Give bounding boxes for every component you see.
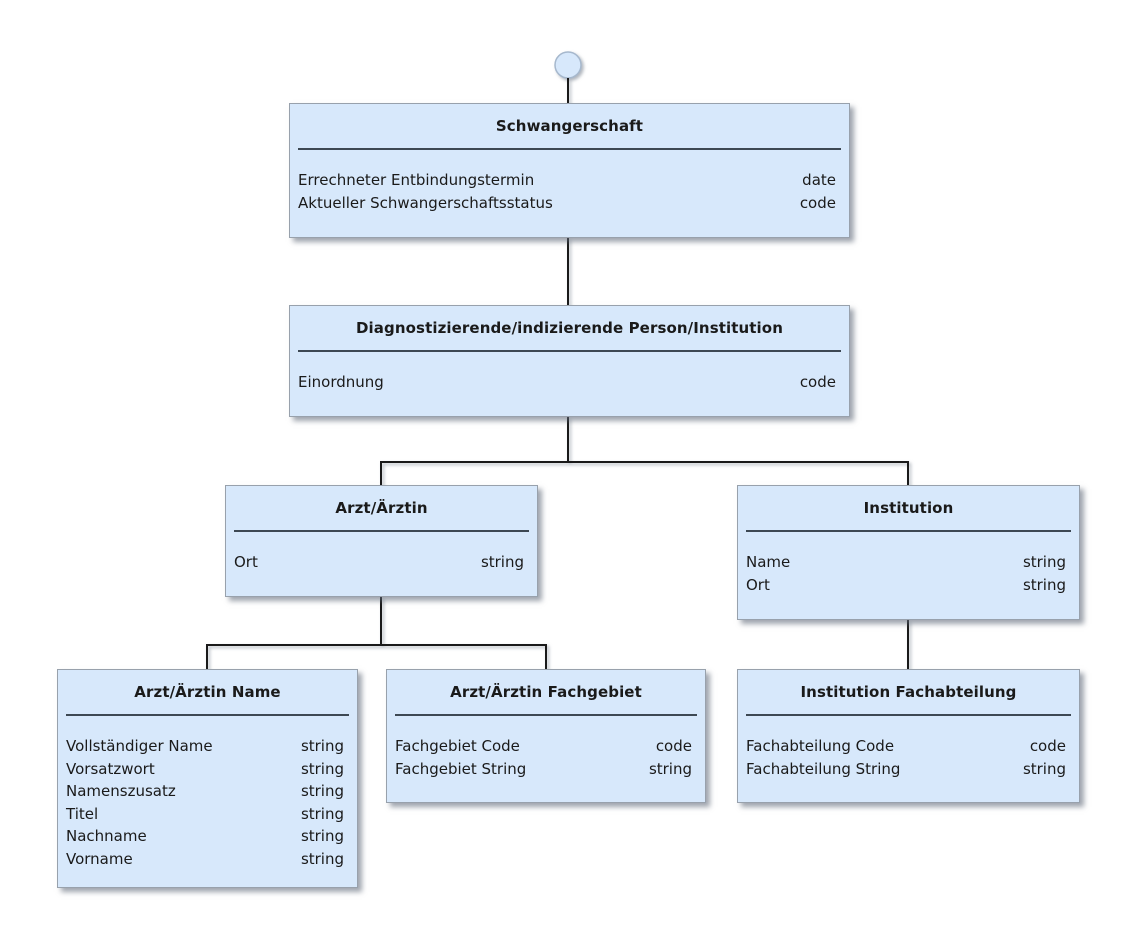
attribute-name: Namenszusatz: [66, 782, 176, 800]
entity-arzt-aerztin: Arzt/Ärztin Ort string: [225, 485, 538, 597]
attribute-type: string: [1022, 575, 1066, 594]
attribute-name: Fachgebiet String: [395, 759, 527, 778]
attribute-name: Ort: [234, 553, 258, 571]
attribute-row: Name string: [738, 551, 1079, 574]
attribute-name: Vorname: [66, 849, 133, 868]
attribute-type: code: [655, 737, 692, 755]
attribute-type: string: [300, 737, 344, 755]
attribute-row: Fachgebiet String string: [387, 758, 705, 781]
attribute-name: Name: [746, 553, 791, 571]
attribute-type: string: [1022, 553, 1066, 571]
connector-person-institution-branch: [380, 417, 909, 486]
attribute-row: Aktueller Schwangerschaftsstatus code: [290, 192, 849, 215]
title-separator: [746, 714, 1071, 716]
attribute-row: Vorname string: [58, 848, 357, 871]
attribute-row: Fachgebiet Code code: [387, 735, 705, 758]
entity-title: Arzt/Ärztin: [335, 499, 428, 517]
title-separator: [298, 148, 841, 150]
title-separator: [298, 350, 841, 352]
attribute-row: Ort string: [226, 551, 537, 574]
attribute-type: code: [799, 373, 836, 391]
attribute-type: string: [300, 759, 344, 778]
attribute-type: date: [802, 171, 836, 189]
attribute-row: Fachabteilung String string: [738, 758, 1079, 781]
attribute-type: code: [799, 193, 836, 212]
attribute-type: string: [300, 782, 344, 800]
connector-arzt-branch: [206, 597, 547, 670]
entity-schwangerschaft: Schwangerschaft Errechneter Entbindungst…: [289, 103, 850, 238]
title-separator: [395, 714, 697, 716]
entity-institution-fachabteilung: Institution Fachabteilung Fachabteilung …: [737, 669, 1080, 803]
entity-title: Institution Fachabteilung: [800, 683, 1017, 701]
attribute-name: Fachabteilung String: [746, 759, 901, 778]
attribute-type: string: [300, 827, 344, 845]
entity-title: Institution: [863, 499, 954, 517]
entity-institution: Institution Name string Ort string: [737, 485, 1080, 620]
attribute-name: Vollständiger Name: [66, 737, 213, 755]
attribute-name: Einordnung: [298, 373, 384, 391]
root-node-icon: [554, 51, 582, 79]
attribute-type: string: [480, 553, 524, 571]
attribute-name: Fachabteilung Code: [746, 737, 895, 755]
attribute-row: Titel string: [58, 803, 357, 826]
attribute-row: Einordnung code: [290, 371, 849, 394]
entity-title: Arzt/Ärztin Name: [134, 683, 281, 701]
attribute-row: Errechneter Entbindungstermin date: [290, 169, 849, 192]
attribute-name: Nachname: [66, 827, 147, 845]
attribute-name: Errechneter Entbindungstermin: [298, 171, 535, 189]
attribute-type: string: [300, 849, 344, 868]
attribute-type: string: [300, 804, 344, 823]
title-separator: [746, 530, 1071, 532]
attribute-row: Namenszusatz string: [58, 780, 357, 803]
attribute-row: Vollständiger Name string: [58, 735, 357, 758]
title-separator: [234, 530, 529, 532]
attribute-row: Ort string: [738, 574, 1079, 597]
attribute-row: Vorsatzwort string: [58, 758, 357, 781]
attribute-type: string: [1022, 759, 1066, 778]
attribute-name: Aktueller Schwangerschaftsstatus: [298, 193, 553, 212]
attribute-type: code: [1029, 737, 1066, 755]
entity-title: Diagnostizierende/indizierende Person/In…: [356, 319, 783, 337]
attribute-name: Vorsatzwort: [66, 759, 155, 778]
entity-arzt-aerztin-name: Arzt/Ärztin Name Vollständiger Name stri…: [57, 669, 358, 888]
attribute-name: Fachgebiet Code: [395, 737, 520, 755]
attribute-name: Ort: [746, 575, 770, 594]
attribute-row: Nachname string: [58, 825, 357, 848]
entity-arzt-aerztin-fachgebiet: Arzt/Ärztin Fachgebiet Fachgebiet Code c…: [386, 669, 706, 803]
title-separator: [66, 714, 349, 716]
entity-title: Arzt/Ärztin Fachgebiet: [450, 683, 642, 701]
attribute-row: Fachabteilung Code code: [738, 735, 1079, 758]
attribute-name: Titel: [66, 804, 99, 823]
entity-person-institution: Diagnostizierende/indizierende Person/In…: [289, 305, 850, 417]
attribute-type: string: [648, 759, 692, 778]
entity-title: Schwangerschaft: [495, 117, 644, 135]
